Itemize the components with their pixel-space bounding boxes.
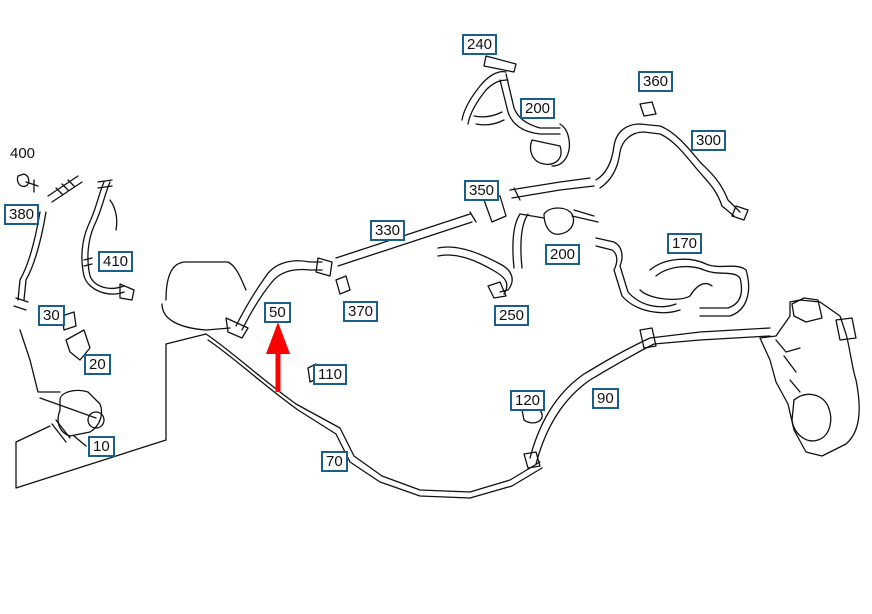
pump-10 — [57, 389, 103, 437]
callout-200-upper[interactable]: 200 — [520, 98, 556, 119]
valve-200-lower — [543, 207, 575, 235]
callout-10[interactable]: 10 — [88, 436, 115, 457]
hose-380 — [17, 211, 41, 301]
callout-240[interactable]: 240 — [462, 34, 498, 55]
leader-20-line — [19, 329, 61, 393]
callout-110[interactable]: 110 — [313, 364, 347, 385]
callout-30[interactable]: 30 — [38, 305, 65, 326]
callout-300[interactable]: 300 — [691, 130, 727, 151]
callout-380[interactable]: 380 — [4, 204, 40, 225]
hose-170 — [595, 237, 677, 308]
bracket-20 — [61, 311, 91, 361]
leader-10-line — [15, 333, 207, 489]
callout-170[interactable]: 170 — [667, 233, 703, 254]
callout-20[interactable]: 20 — [84, 354, 111, 375]
hose-200-upper — [461, 70, 507, 121]
callout-410[interactable]: 410 — [98, 251, 134, 272]
clip-370 — [335, 275, 351, 295]
callout-70[interactable]: 70 — [321, 451, 348, 472]
callout-360[interactable]: 360 — [638, 71, 674, 92]
hose-300 — [595, 123, 741, 213]
callout-350[interactable]: 350 — [464, 180, 500, 201]
hose-50 — [235, 260, 323, 327]
clip-360 — [639, 101, 657, 117]
hose-410 — [81, 181, 125, 295]
hose-250 — [437, 246, 513, 293]
callout-250[interactable]: 250 — [494, 305, 530, 326]
callout-120[interactable]: 120 — [510, 390, 546, 411]
highlight-arrow — [266, 322, 290, 392]
line-70 — [165, 261, 247, 301]
callout-370[interactable]: 370 — [343, 301, 379, 322]
hose-90 — [529, 327, 771, 459]
bracket-240 — [483, 55, 517, 73]
callout-90[interactable]: 90 — [592, 388, 619, 409]
sensor-400 — [16, 173, 30, 188]
callout-50[interactable]: 50 — [264, 302, 291, 323]
callout-200-lower[interactable]: 200 — [545, 244, 581, 265]
callout-330[interactable]: 330 — [370, 220, 406, 241]
part-label-400: 400 — [10, 145, 36, 162]
coolant-reservoir — [759, 299, 860, 457]
